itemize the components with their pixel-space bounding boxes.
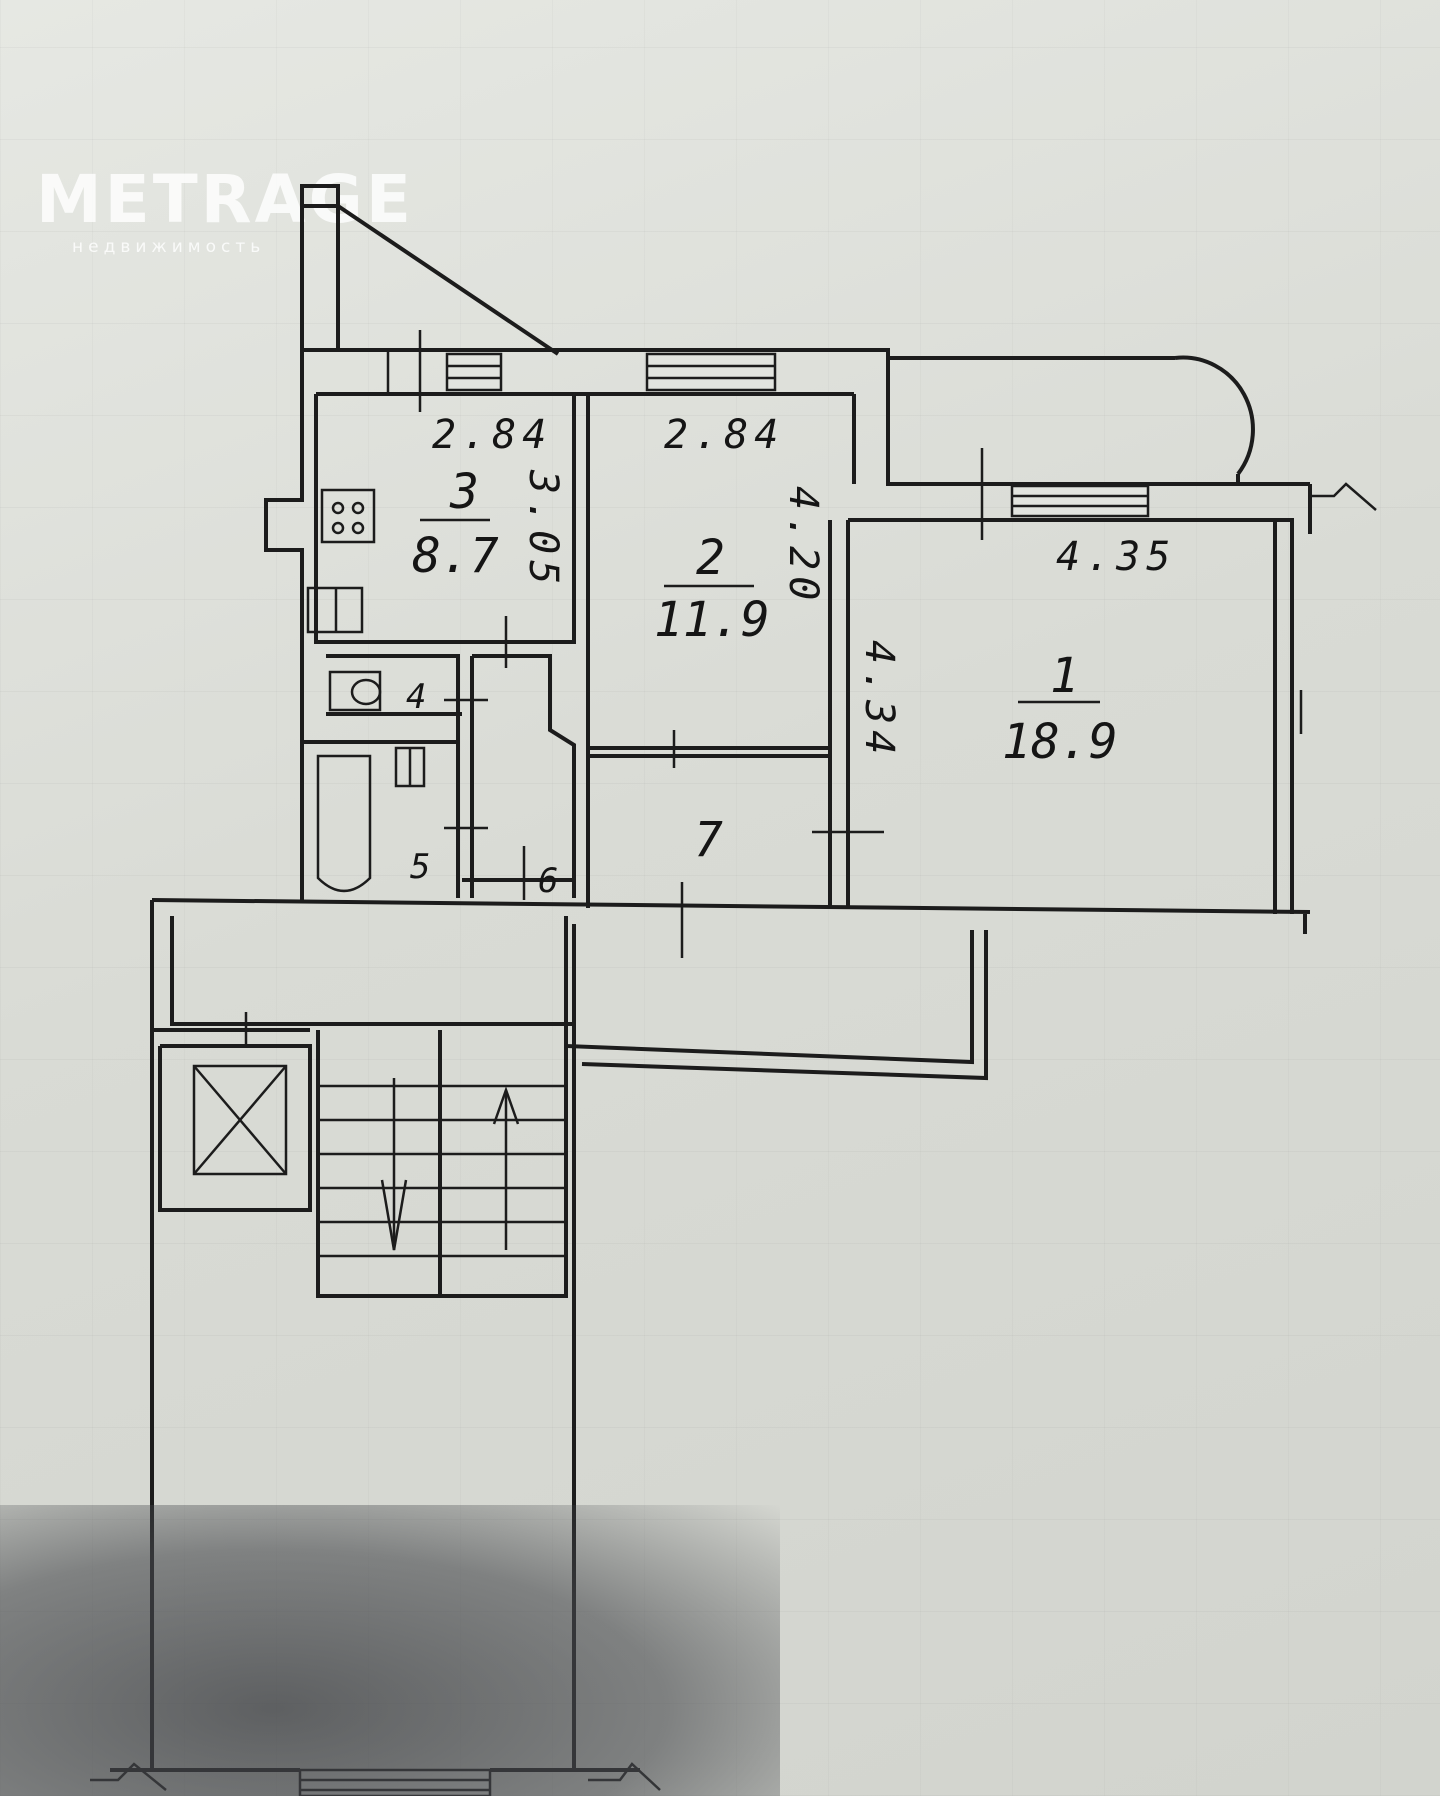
room-7-number: 7 xyxy=(694,812,723,868)
room-2-depth: 4.20 xyxy=(780,486,826,606)
dimensions: 2.84 3.05 2.84 4.20 4.35 4.34 xyxy=(432,412,1176,760)
stove-icon xyxy=(320,488,376,544)
room-labels: 3 8.7 2 11.9 1 18.9 4 5 6 7 xyxy=(406,464,1118,901)
room-2-number: 2 xyxy=(696,530,725,586)
ventilation-shaft xyxy=(192,1064,288,1176)
watermark-brand: METRAGE xyxy=(36,161,414,238)
watermark-subtitle: недвижимость xyxy=(72,237,265,257)
room-1-width: 4.35 xyxy=(1056,534,1176,580)
door-marks xyxy=(386,330,1303,958)
room-3-area: 8.7 xyxy=(412,528,499,584)
room-1-window xyxy=(1010,484,1150,518)
room-4-number: 4 xyxy=(406,677,426,717)
watermark: METRAGE недвижимость xyxy=(36,161,414,257)
room-3-depth: 3.05 xyxy=(520,469,566,590)
room-2-area: 11.9 xyxy=(654,592,770,648)
room-5-number: 5 xyxy=(410,847,430,887)
bathtub-icon xyxy=(316,754,372,893)
room-3-number: 3 xyxy=(449,464,479,520)
toilet-icon xyxy=(328,670,382,712)
room-2-width: 2.84 xyxy=(664,412,784,458)
room-1-area: 18.9 xyxy=(1002,714,1118,770)
apartment-walls xyxy=(264,348,1312,934)
room-2-window xyxy=(645,352,777,392)
kitchen-window xyxy=(445,352,503,392)
room-1-depth: 4.34 xyxy=(856,640,902,760)
room-6-number: 6 xyxy=(538,861,558,901)
partitions xyxy=(300,394,850,908)
room-1-number: 1 xyxy=(1050,648,1079,704)
fixtures xyxy=(306,488,426,893)
stair-steps xyxy=(318,1084,566,1258)
room-3-width: 2.84 xyxy=(432,412,552,458)
photo-shadow xyxy=(0,1505,780,1796)
